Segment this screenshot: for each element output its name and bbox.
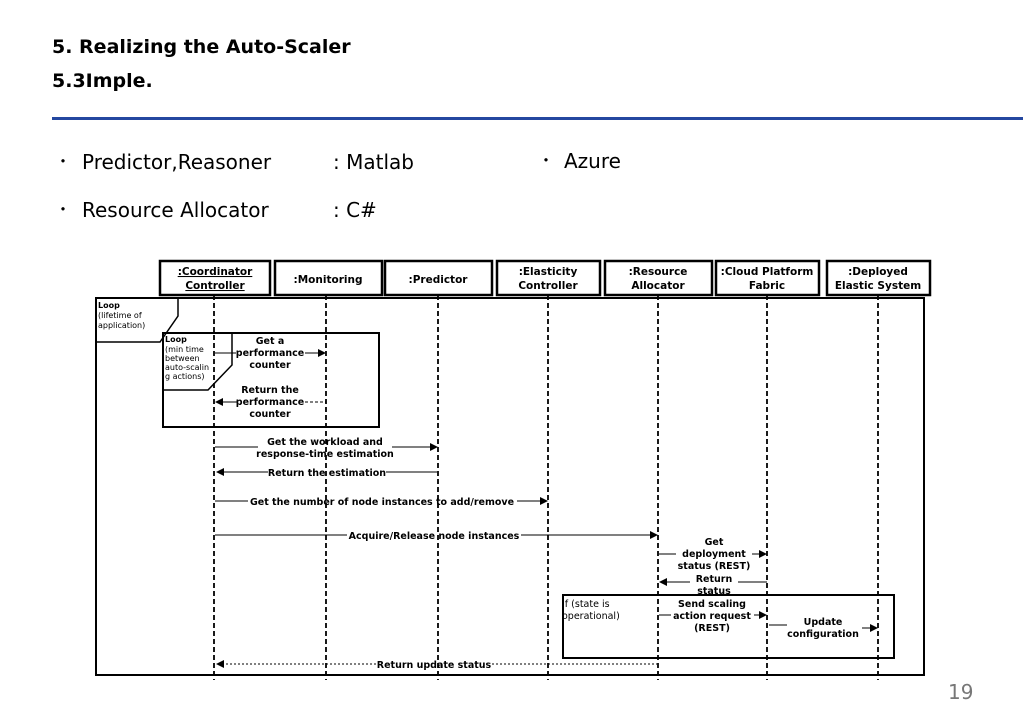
lifeline-deployed-elastic-system: :Deployed Elastic System [825,259,932,680]
title-divider [52,117,1023,120]
message-return-performance-counter: Return the performance counter [215,385,326,420]
message-update-configuration: Update configuration [769,617,878,640]
svg-text:counter: counter [249,409,291,420]
svg-text:Elastic System: Elastic System [835,280,921,292]
inner-loop-tab [163,332,233,391]
svg-text:Update: Update [804,617,843,628]
message-send-scaling-request: Send scaling action request (REST) [659,599,767,634]
svg-text:action request: action request [673,611,751,622]
message-return-update-status: Return update status [216,660,657,671]
message-get-workload-estimation: Get the workload and response-time estim… [215,437,438,460]
svg-text::Predictor: :Predictor [409,274,469,286]
outer-loop-condition: (lifetime of [98,311,142,320]
bullet-value: : Matlab [333,150,414,174]
slide-title: 5. Realizing the Auto-Scaler [52,36,351,58]
svg-text::Cloud Platform: :Cloud Platform [721,266,814,278]
bullet-value: : C# [333,198,377,222]
outer-loop-label: Loop [98,301,120,310]
svg-text:status: status [697,586,731,597]
outer-loop-condition: application) [98,321,145,330]
message-acquire-release-instances: Acquire/Release node instances [215,531,658,542]
bullet-marker: ・ [55,152,72,171]
message-get-performance-counter: Get a performance counter [215,336,326,371]
outer-loop-frame [95,297,925,676]
svg-text:counter: counter [249,360,291,371]
svg-text:(REST): (REST) [694,623,730,634]
svg-text:Return the estimation: Return the estimation [268,468,386,479]
svg-text::Elasticity: :Elasticity [519,266,578,278]
lifeline-resource-allocator: :Resource Allocator [603,259,714,680]
bullet-label: Resource Allocator [82,198,269,222]
inner-loop-condition: (min time [165,345,204,354]
inner-loop-label: Loop [165,335,187,344]
lifeline-elasticity-controller: :Elasticity Controller [495,259,602,680]
svg-text:Controller: Controller [185,280,245,292]
svg-text:Get: Get [705,537,724,548]
svg-text:Acquire/Release node instances: Acquire/Release node instances [349,531,520,542]
outer-loop-tab [96,297,179,343]
page-number: 19 [948,680,974,704]
message-return-estimation: Return the estimation [216,468,437,479]
svg-text:Fabric: Fabric [749,280,785,292]
svg-text:Controller: Controller [518,280,578,292]
svg-text:Get a: Get a [256,336,285,347]
inner-loop-condition: between [165,354,200,363]
inner-loop-condition: g actions) [165,372,205,381]
svg-text:Return the: Return the [241,385,299,396]
svg-text:deployment: deployment [682,549,746,560]
svg-text:Return update status: Return update status [377,660,492,671]
bullet-label: Azure [564,149,621,173]
if-condition: operational) [562,611,620,622]
svg-text:Send scaling: Send scaling [678,599,746,610]
slide-subtitle: 5.3Imple. [52,70,153,92]
bullet-label: Predictor,Reasoner [82,150,272,174]
inner-loop-condition: auto-scalin [165,363,209,372]
svg-text:configuration: configuration [787,629,859,640]
svg-text:Get the workload and: Get the workload and [267,437,383,448]
bullet-marker: ・ [538,151,555,170]
if-condition: If (state is [562,599,610,610]
svg-text::Deployed: :Deployed [848,266,908,278]
svg-text:response-time estimation: response-time estimation [256,449,394,460]
lifeline-coordinator-controller: :Coordinator Controller [158,259,272,680]
if-frame [562,594,895,659]
message-get-node-instances: Get the number of node instances to add/… [215,497,548,508]
svg-text:Get the number of node instanc: Get the number of node instances to add/… [250,497,514,508]
bullet-marker: ・ [55,200,72,219]
svg-text:performance: performance [236,397,304,408]
svg-text::Coordinator: :Coordinator [178,266,253,278]
svg-text:performance: performance [236,348,304,359]
message-return-status: Return status [659,574,767,597]
svg-text:Allocator: Allocator [631,280,685,292]
message-get-deployment-status: Get deployment status (REST) [659,537,767,572]
lifeline-monitoring: :Monitoring [273,259,384,680]
svg-text:Return: Return [696,574,733,585]
lifeline-predictor: :Predictor [383,259,494,680]
svg-text:status (REST): status (REST) [678,561,751,572]
svg-text::Monitoring: :Monitoring [294,274,363,286]
svg-text::Resource: :Resource [629,266,688,278]
inner-loop-frame [162,332,380,428]
lifeline-cloud-platform-fabric: :Cloud Platform Fabric [714,259,821,680]
